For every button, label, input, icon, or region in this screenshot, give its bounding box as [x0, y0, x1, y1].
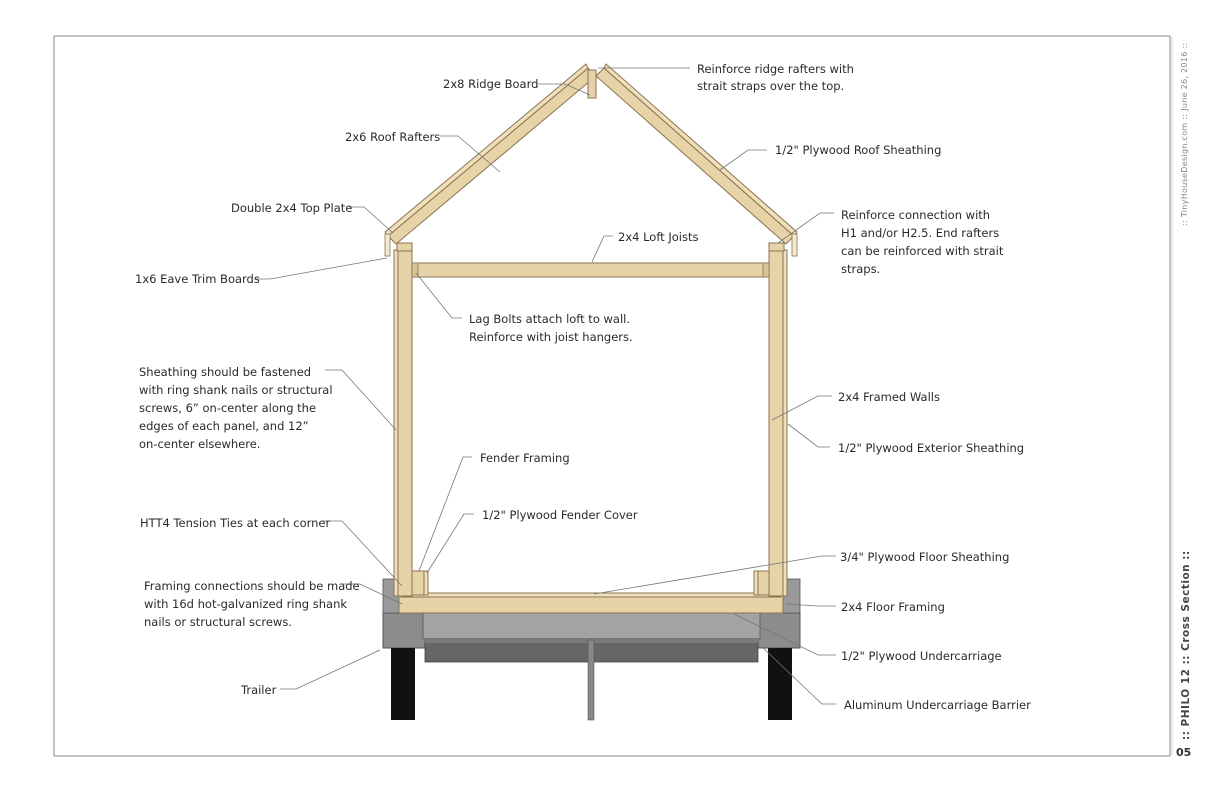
leader-sheathing: [325, 369, 397, 431]
eave-trim-right: [791, 233, 798, 257]
joist-hanger-right: [762, 262, 770, 278]
label-sheathing-line-4: edges of each panel, and 12”: [139, 419, 309, 433]
wall-stud-right: [768, 249, 785, 597]
label-trailer: Trailer: [240, 683, 277, 697]
label-tension-ties: HTT4 Tension Ties at each corner: [140, 516, 331, 530]
label-connection-line-1: Reinforce connection with: [841, 208, 990, 222]
label-connection-line-3: can be reinforced with strait: [841, 244, 1004, 258]
label-loft-joists: 2x4 Loft Joists: [618, 230, 698, 244]
top-plate-right: [768, 242, 785, 252]
label-ridge-reinforce-line-2: strait straps over the top.: [697, 79, 844, 93]
label-sheathing-line-1: Sheathing should be fastened: [139, 365, 311, 379]
label-ridge-reinforce-line-1: Reinforce ridge rafters with: [697, 62, 854, 76]
label-floor-sheathing: 3/4" Plywood Floor Sheathing: [840, 550, 1009, 564]
label-framed-walls: 2x4 Framed Walls: [838, 390, 940, 404]
label-ridge-board: 2x8 Ridge Board: [443, 77, 538, 91]
trailer-assembly: [382, 578, 801, 721]
label-ridge-reinforce: Reinforce ridge rafters with strait stra…: [697, 62, 858, 93]
wall-sheathing-left: [393, 249, 399, 597]
label-undercarriage: 1/2" Plywood Undercarriage: [841, 649, 1002, 663]
callout-labels: 2x8 Ridge Board Reinforce ridge rafters …: [135, 62, 1031, 712]
leader-tension-ties: [323, 520, 403, 587]
wall-sheathing-right: [782, 249, 788, 597]
ridge-board: [587, 69, 597, 99]
label-lag-bolts-line-2: Reinforce with joist hangers.: [469, 330, 633, 344]
wall-stud-left: [396, 249, 413, 597]
label-framing-conn-line-1: Framing connections should be made: [144, 579, 360, 593]
label-roof-rafters: 2x6 Roof Rafters: [345, 130, 440, 144]
label-top-plate: Double 2x4 Top Plate: [231, 201, 352, 215]
leader-undercarriage: [733, 613, 836, 656]
label-sheathing-line-5: on-center elsewhere.: [139, 437, 260, 451]
label-lag-bolts: Lag Bolts attach loft to wall. Reinforce…: [469, 312, 634, 344]
leader-fender-framing: [418, 456, 472, 572]
side-bar: :: TinyHouseDesign.com :: June 26, 2016 …: [1176, 42, 1192, 759]
fender-cover-left: [423, 570, 429, 596]
label-fender-framing: Fender Framing: [480, 451, 570, 465]
floor-sheathing: [400, 592, 782, 598]
side-meta: :: TinyHouseDesign.com :: June 26, 2016 …: [1180, 42, 1189, 226]
label-fender-cover: 1/2" Plywood Fender Cover: [482, 508, 638, 522]
leader-trailer: [280, 649, 381, 690]
undercarriage-panel: [422, 612, 761, 640]
leader-barrier: [761, 646, 836, 705]
wall-assembly: [393, 242, 788, 597]
label-connection-line-2: H1 and/or H2.5. End rafters: [841, 226, 999, 240]
label-sheathing-line-3: screws, 6” on-center along the: [139, 401, 316, 415]
label-barrier: Aluminum Undercarriage Barrier: [844, 698, 1031, 712]
floor-framing: [398, 595, 784, 614]
leader-roof-sheathing: [719, 149, 767, 171]
leader-floor-framing: [785, 603, 836, 607]
leader-exterior-sheathing: [787, 423, 830, 448]
label-floor-framing: 2x4 Floor Framing: [841, 600, 945, 614]
label-exterior-sheathing: 1/2" Plywood Exterior Sheathing: [838, 441, 1024, 455]
leader-connection: [777, 212, 834, 244]
leader-top-plate: [349, 206, 394, 234]
label-lag-bolts-line-1: Lag Bolts attach loft to wall.: [469, 312, 630, 326]
trailer-post: [587, 639, 595, 721]
leader-framing-conn: [343, 583, 403, 605]
leader-lag-bolts: [415, 272, 462, 319]
leader-framed-walls: [771, 395, 832, 421]
label-sheathing-note: Sheathing should be fastened with ring s…: [139, 365, 336, 451]
label-roof-sheathing: 1/2" Plywood Roof Sheathing: [775, 143, 941, 157]
label-framing-conn-line-3: nails or structural screws.: [144, 615, 292, 629]
side-title: :: PHILO 12 :: Cross Section ::: [1180, 550, 1192, 740]
leader-fender-cover: [426, 513, 474, 574]
roof-sheathing-right: [603, 63, 798, 237]
leader-eave-trim: [255, 257, 388, 280]
trailer-wheel-left: [391, 648, 415, 720]
label-sheathing-line-2: with ring shank nails or structural: [139, 383, 333, 397]
leader-loft-joists: [591, 235, 613, 263]
leader-roof-rafters: [440, 135, 501, 173]
label-framing-conn-line-2: with 16d hot-galvanized ring shank: [144, 597, 347, 611]
label-connection-line-4: straps.: [841, 262, 880, 276]
floor-assembly: [398, 570, 784, 614]
leader-floor-sheathing: [593, 555, 836, 595]
top-plate-left: [396, 242, 413, 252]
leader-lines: [255, 67, 836, 705]
loft-joist: [411, 262, 770, 278]
page-number: 05: [1176, 746, 1191, 759]
label-eave-trim: 1x6 Eave Trim Boards: [135, 272, 260, 286]
trailer-wheel-right: [768, 648, 792, 720]
label-framing-conn: Framing connections should be made with …: [144, 579, 363, 629]
roof-assembly: [384, 63, 798, 257]
leader-ridge-board: [538, 83, 591, 96]
fender-cover-right: [753, 570, 759, 596]
label-connection: Reinforce connection with H1 and/or H2.5…: [841, 208, 1007, 276]
eave-trim-left: [384, 233, 391, 257]
joist-hanger-left: [411, 262, 419, 278]
